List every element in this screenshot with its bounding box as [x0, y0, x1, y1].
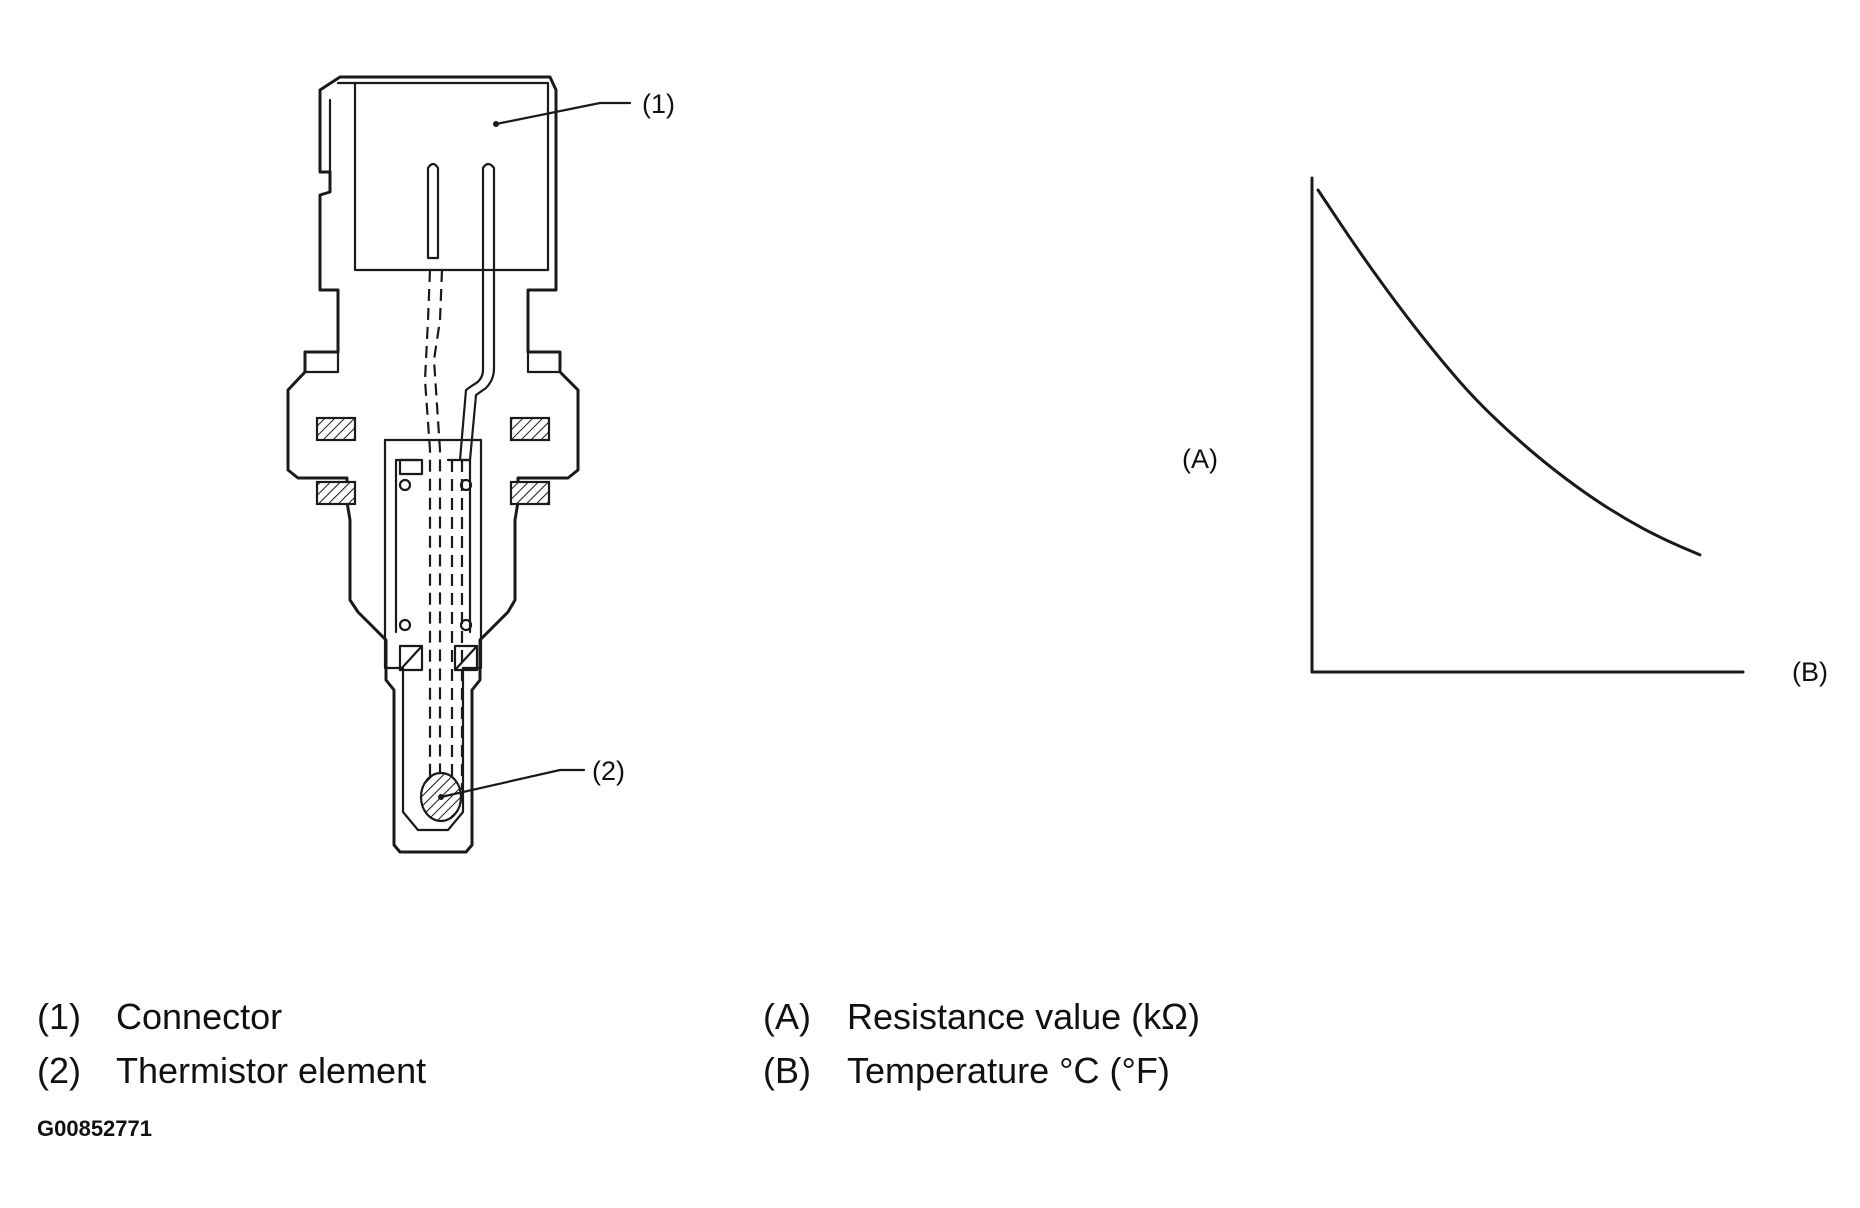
- legend-key-2: (2): [37, 1050, 81, 1091]
- flange-inner: [303, 350, 562, 374]
- legend-text-connector: Connector: [116, 996, 282, 1037]
- legend-key-b: (B): [763, 1050, 811, 1091]
- connector-pins: [426, 162, 496, 462]
- gasket-lower-right: [509, 480, 551, 506]
- x-axis-label: (B): [1792, 657, 1828, 687]
- gasket-upper-right: [509, 416, 551, 442]
- gasket-upper-left: [315, 416, 357, 442]
- resistance-curve: [1316, 188, 1702, 557]
- bore-seat: [398, 458, 424, 476]
- insulator-right: [453, 644, 479, 672]
- legend-key-1: (1): [37, 996, 81, 1037]
- resistance-temperature-graph: (A) (B): [1182, 176, 1828, 687]
- legend: (1) Connector (2) Thermistor element (A)…: [37, 996, 1200, 1091]
- o-ring-right-lower: [459, 618, 473, 632]
- inner-bore: [383, 438, 483, 832]
- thermistor-leads: [423, 269, 464, 790]
- legend-text-temperature: Temperature °C (°F): [847, 1050, 1170, 1091]
- o-ring-left-lower: [398, 618, 412, 632]
- connector-cavity: [336, 81, 550, 272]
- insulator-left: [398, 644, 424, 672]
- o-ring-left-upper: [398, 478, 412, 492]
- inner-bore-wall: [383, 438, 483, 634]
- legend-text-thermistor: Thermistor element: [116, 1050, 426, 1091]
- legend-key-a: (A): [763, 996, 811, 1037]
- legend-text-resistance: Resistance value (kΩ): [847, 996, 1200, 1037]
- sensor-body-outline: [286, 75, 580, 854]
- callout-connector: (1): [493, 89, 675, 127]
- sensor-cross-section: (1) (2): [286, 75, 675, 854]
- callout-thermistor: (2): [438, 756, 625, 800]
- callout-connector-label: (1): [642, 89, 675, 119]
- gasket-lower-left: [315, 480, 357, 506]
- callout-thermistor-label: (2): [592, 756, 625, 786]
- figure-id: G00852771: [37, 1116, 152, 1141]
- y-axis-label: (A): [1182, 444, 1218, 474]
